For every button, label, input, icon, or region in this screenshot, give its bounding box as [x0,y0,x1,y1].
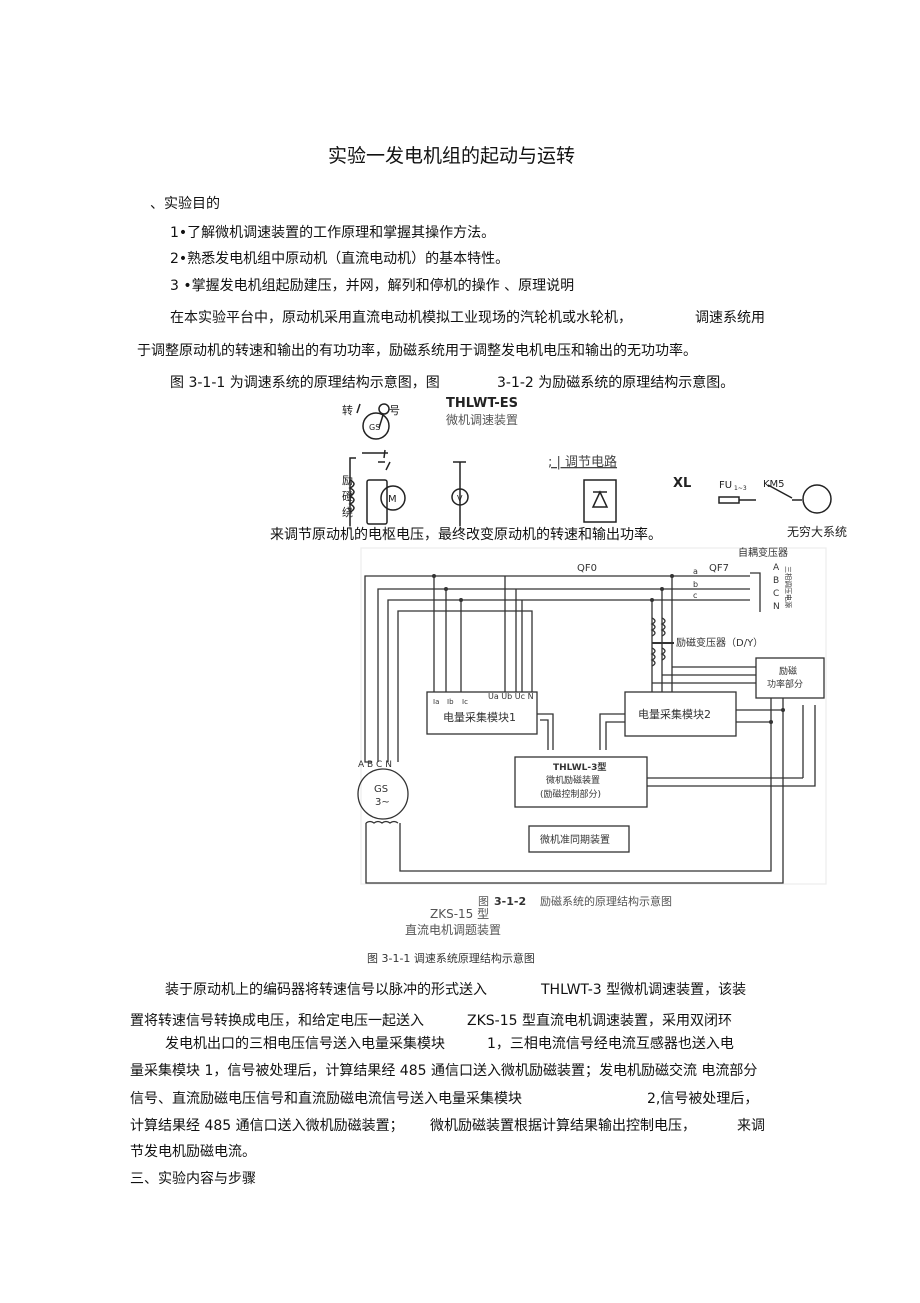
fig2-current-label: Ia [433,698,439,706]
page-title: 实验一发电机组的起动与运转 [328,145,576,167]
paragraph-text: 节发电机励磁电流。 [130,1144,256,1160]
paragraph-text: 发电机出口的三相电压信号送入电量采集模块 [165,1036,445,1052]
fig2-caption-b: 3-1-2 [494,895,527,908]
fig2-phase-label: B [773,576,779,586]
fig2-gen-label: GS [374,784,388,795]
fig1-field-label: 绕 [342,506,353,519]
paragraph-text: 来调 [737,1118,765,1134]
goal-item: 1•了解微机调速装置的工作原理和掌握其操作方法。 [170,225,496,241]
fig1-motor-label: M [388,494,397,505]
fig2-power-label: 功率部分 [767,678,803,690]
paragraph-text: 微机励磁装置根据计算结果输出控制电压， [430,1118,696,1134]
paragraph-text: 计算结果经 485 通信口送入微机励磁装置； [130,1118,404,1134]
fig1-speed-label: 号 [389,404,400,417]
goal-item: 3 •掌握发电机组起励建压，并网，解列和停机的操作 、原理说明 [170,278,575,294]
paragraph-text: 于调整原动机的转速和输出的有功功率，励磁系统用于调整发电机电压和输出的无功功率。 [137,343,697,359]
section-heading-purpose: 、实验目的 [150,196,220,212]
fig2-current-label: Ib [447,698,454,706]
fig2-gen-phases: A B C N [358,760,392,770]
fig2-phase-label: N [773,602,780,612]
paragraph-text: 在本实验平台中，原动机采用直流电动机模拟工业现场的汽轮机或水轮机， [170,310,632,326]
fig2-ctrl-label: (励磁控制部分) [540,788,601,800]
fig2-ctrl-label: 微机励磁装置 [546,774,600,786]
fig1-km-label: KM5 [763,479,785,490]
section-heading-steps: 三、实验内容与步骤 [130,1171,256,1187]
fig2-gen-label: 3~ [375,797,390,808]
fig2-caption-c: 励磁系统的原理结构示意图 [540,895,672,908]
fig1-fu-sub: 1~3 [734,485,747,492]
fig2-sync-label: 微机准同期装置 [540,833,610,846]
fig2-phase-label: C [773,589,779,599]
fig2-exc-transformer-label: 励磁变压器（D/Y） [676,636,763,649]
fig1-device-label: THLWT-ES [446,396,518,411]
fig1-field-label: 磴 [342,490,353,503]
paragraph-text: 置将转速信号转换成电压，和给定电压一起送入 [130,1013,424,1029]
fig1-zks-label: ZKS-15 型 [430,907,490,921]
fig1-xl-label: XL [673,476,691,491]
fig1-volt-label: V [457,494,463,503]
fig2-power-label: 励磁 [779,665,797,677]
fig2-ctrl-label: THLWL-3型 [553,761,606,773]
fig1-device-name: 微机调速装置 [446,413,518,427]
paragraph-text: 3-1-2 为励磁系统的原理结构示意图。 [497,375,735,391]
fig1-caption: 图 3-1-1 调速系统原理结构示意图 [367,952,535,965]
paragraph-text: 装于原动机上的编码器将转速信号以脉冲的形式送入 [165,982,487,998]
fig2-phase-label: b [693,580,698,589]
fig2-current-label: Ic [462,698,468,706]
overlap-text: 来调节原动机的电枢电压，最终改变原动机的转速和输出功率。 [270,526,662,544]
paragraph-text: 图 3-1-1 为调速系统的原理结构示意图，图 [170,375,440,391]
fig2-source-label: 三相调压电源 [784,566,793,608]
fig2-phase-label: A [773,563,780,573]
fig2-module1-label: 电量采集模块1 [443,710,516,724]
paragraph-text: 量采集模块 1，信号被处理后，计算结果经 485 通信口送入微机励磁装置；发电机… [130,1063,758,1079]
fig1-field-label: 励 [342,474,353,487]
paragraph-text: ZKS-15 型直流电机调速装置，采用双闭环 [467,1013,732,1029]
paragraph-text: 2,信号被处理后， [647,1091,759,1107]
fig1-speed-label: 转 [342,403,353,417]
fig2-module2-label: 电量采集模块2 [638,707,711,721]
fig1-gs-label: GS [369,423,380,432]
paragraph-text: 信号、直流励磁电压信号和直流励磁电流信号送入电量采集模块 [130,1091,522,1107]
fig1-ac-label: 无穷大系统 [787,524,847,539]
fig2-caption-a: 图 [478,895,489,908]
paragraph-text: 1，三相电流信号经电流互感器也送入电 [487,1036,734,1052]
fig2-qf7-label: QF7 [709,563,729,574]
fig2-phase-label: a [693,567,698,576]
fig2-phase-label: c [693,591,697,600]
paragraph-text: 调速系统用 [695,310,765,326]
fig2-mod1-inputs: Ua Ub Uc N [488,692,534,701]
paragraph-text: THLWT-3 型微机调速装置，该装 [541,982,747,998]
fig2-autotransformer-label: 自耦变压器 [738,546,788,559]
fig1-zks-name: 直流电机调题装置 [405,923,502,937]
fig2-qf0-label: QF0 [577,563,597,574]
goal-item: 2•熟悉发电机组中原动机（直流电动机）的基本特性。 [170,251,510,267]
fig1-regulator-label: ; | 调节电路 [548,454,617,470]
fig1-fu-label: FU [719,480,732,491]
